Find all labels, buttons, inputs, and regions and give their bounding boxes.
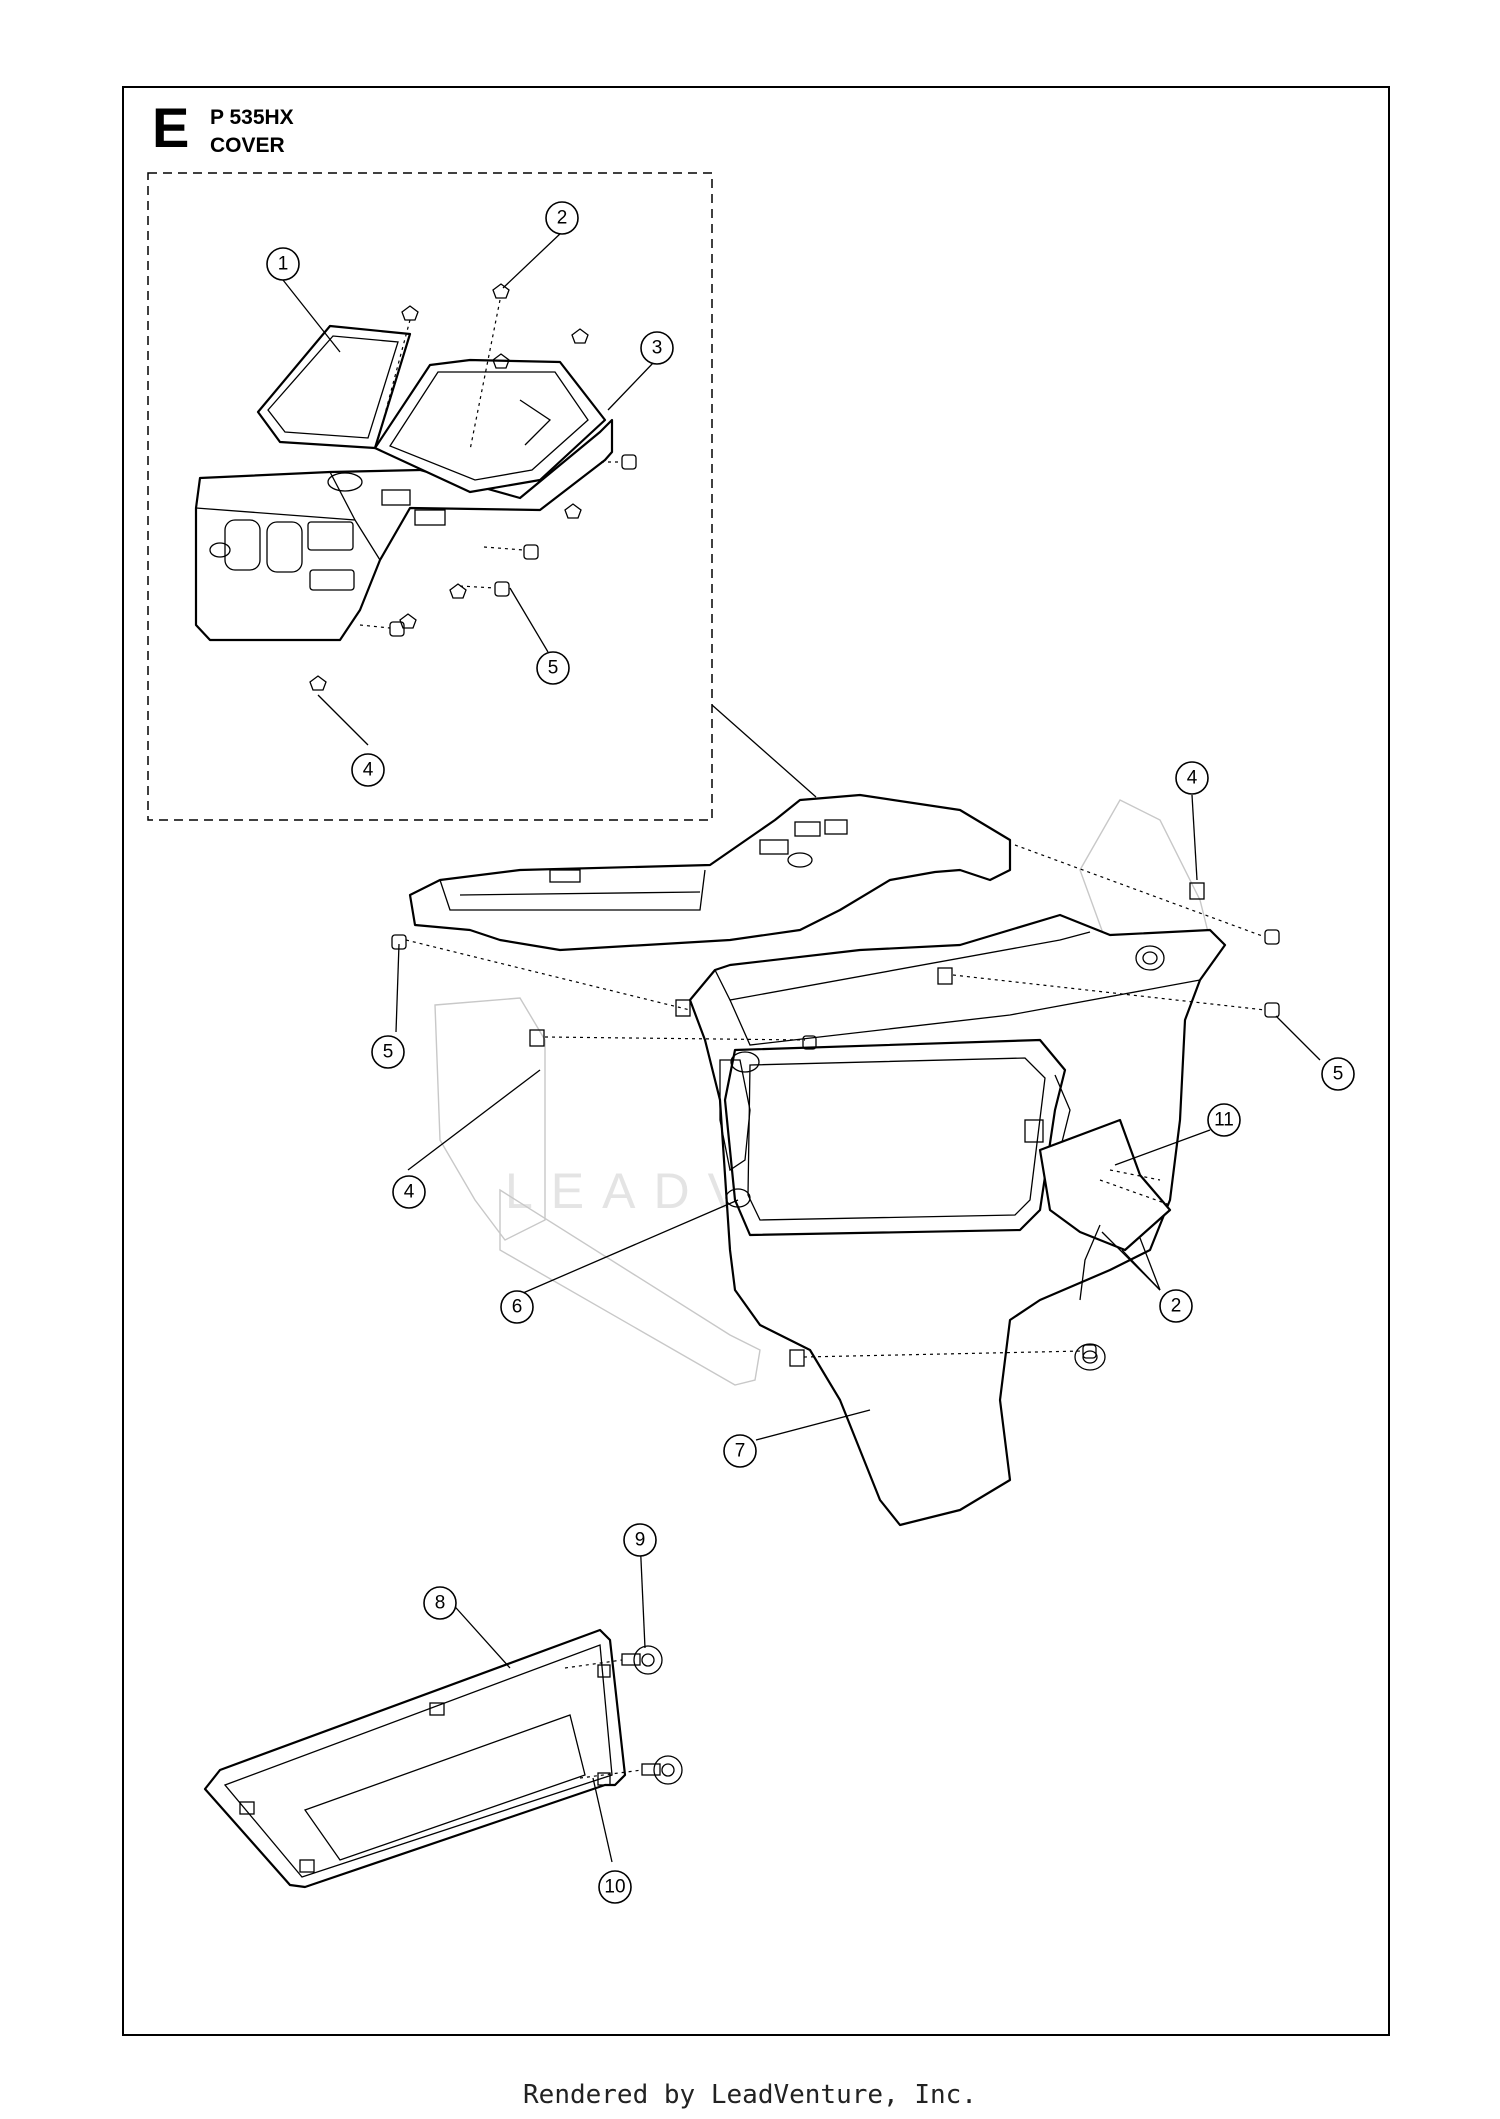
detail-clips	[309, 283, 637, 691]
svg-text:4: 4	[404, 1182, 415, 1203]
svg-text:5: 5	[383, 1042, 394, 1063]
svg-text:2: 2	[1171, 1296, 1182, 1317]
svg-text:3: 3	[652, 338, 663, 359]
callout-3: 3	[640, 331, 674, 365]
svg-text:5: 5	[548, 658, 559, 679]
section-title: COVER	[210, 134, 285, 157]
svg-text:11: 11	[1214, 1110, 1234, 1131]
callout-1: 1	[266, 247, 300, 281]
main-fasteners	[391, 844, 1280, 1367]
callout-7: 7	[723, 1434, 757, 1468]
access-panel	[203, 1628, 627, 1889]
callout-5-left: 5	[371, 1035, 405, 1069]
callout-4-left: 4	[392, 1175, 426, 1209]
callout-4-right: 4	[1175, 761, 1209, 795]
footer-credit: Rendered by LeadVenture, Inc.	[523, 2080, 977, 2110]
detail-leader	[711, 704, 817, 798]
dash-panel	[194, 418, 614, 642]
svg-text:4: 4	[363, 760, 374, 781]
storage-lid	[256, 324, 412, 450]
svg-text:8: 8	[435, 1593, 446, 1614]
callout-4-detail: 4	[351, 753, 385, 787]
callout-10: 10	[598, 1870, 632, 1904]
detail-box	[147, 172, 713, 821]
svg-text:7: 7	[735, 1441, 746, 1462]
svg-text:6: 6	[512, 1297, 523, 1318]
callout-2-top: 2	[545, 201, 579, 235]
callout-6: 6	[500, 1290, 534, 1324]
callout-2-lower: 2	[1159, 1289, 1193, 1323]
svg-text:10: 10	[604, 1877, 625, 1898]
storage-tray	[373, 358, 607, 494]
panel-knobs	[564, 1645, 683, 1785]
model-label: P 535HX	[210, 106, 294, 129]
svg-text:5: 5	[1333, 1064, 1344, 1085]
section-letter: E	[152, 96, 190, 159]
callout-11: 11	[1207, 1103, 1241, 1137]
svg-text:1: 1	[278, 254, 289, 275]
svg-text:4: 4	[1187, 768, 1198, 789]
callout-5-right: 5	[1321, 1057, 1355, 1091]
main-console-top	[408, 793, 1012, 952]
leader-lines	[282, 231, 1321, 1863]
svg-text:9: 9	[635, 1530, 646, 1551]
side-bracket	[1038, 1118, 1172, 1301]
callout-8: 8	[423, 1586, 457, 1620]
main-body	[688, 913, 1227, 1527]
diagram-frame	[122, 86, 1390, 2036]
svg-text:2: 2	[557, 208, 568, 229]
callout-5-detail: 5	[536, 651, 570, 685]
callout-9: 9	[623, 1523, 657, 1557]
